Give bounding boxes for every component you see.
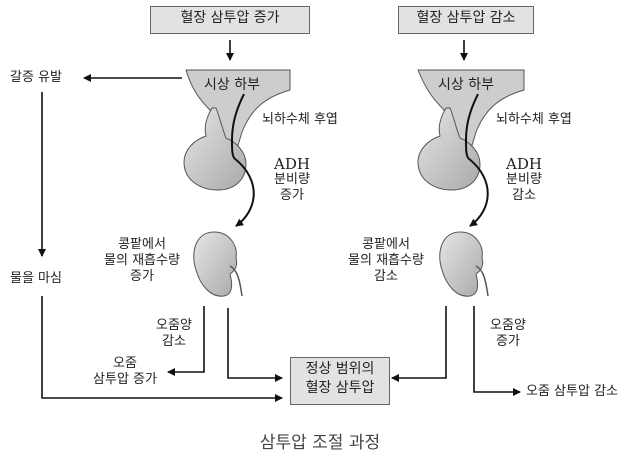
right-adh-label: ADH 분비량 감소 [494, 156, 554, 204]
right-stimulus-box: 혈장 삼투압 감소 [398, 6, 534, 34]
right-kidney-label: 콩팥에서 물의 재흡수량 감소 [336, 237, 436, 285]
figure-caption: 삼투압 조절 과정 [259, 433, 381, 453]
result-line-1: 정상 범위의 [305, 361, 375, 377]
left-pituitary-shape [183, 107, 247, 191]
arrow-right-urine [473, 306, 521, 396]
left-stimulus-box: 혈장 삼투압 증가 [150, 6, 310, 34]
left-kidney-line-3: 증가 [130, 269, 154, 284]
right-neuron-axon [464, 93, 479, 159]
left-hypothalamus-label: 시상 하부 [204, 77, 260, 93]
right-hypothalamus-label: 시상 하부 [438, 77, 494, 93]
right-kidney-shape [439, 231, 489, 297]
left-urine-volume-1: 오줌양 [156, 318, 192, 333]
right-urine-osmo-label: 오줌 삼투압 감소 [526, 384, 618, 399]
arrow-left-adh [233, 157, 255, 227]
left-kidney-line-2: 물의 재흡수량 [104, 253, 180, 268]
right-urine-volume-label: 오줌양 증가 [480, 318, 536, 350]
left-adh-title: ADH [274, 155, 310, 173]
arrow-drink-to-result [41, 296, 283, 402]
arrow-left-kidney-to-result [227, 308, 283, 382]
right-pituitary-label: 뇌하수체 후엽 [496, 112, 572, 127]
right-adh-change-2: 감소 [512, 188, 536, 203]
arrow-left-urine [167, 306, 205, 376]
left-urine-volume-2: 감소 [162, 334, 186, 349]
left-urine-osmo-1: 오줌 [113, 356, 137, 371]
left-kidney-shape [193, 231, 243, 297]
left-adh-change-1: 분비량 [274, 172, 310, 187]
left-pituitary-label: 뇌하수체 후엽 [262, 112, 338, 127]
right-adh-title: ADH [506, 155, 542, 173]
right-kidney-line-1: 콩팥에서 [362, 237, 410, 252]
right-urine-volume-2: 증가 [496, 334, 520, 349]
right-adh-change-1: 분비량 [506, 172, 542, 187]
left-urine-volume-label: 오줌양 감소 [146, 318, 202, 350]
right-urine-volume-1: 오줌양 [490, 318, 526, 333]
thirst-label: 갈증 유발 [10, 70, 62, 85]
drink-label: 물을 마심 [10, 271, 62, 286]
left-kidney-label: 콩팥에서 물의 재흡수량 증가 [92, 237, 192, 285]
right-kidney-line-3: 감소 [374, 269, 398, 284]
right-kidney-line-2: 물의 재흡수량 [348, 253, 424, 268]
left-adh-change-2: 증가 [280, 188, 304, 203]
result-box: 정상 범위의 혈장 삼투압 [290, 357, 390, 405]
left-urine-osmo-2: 삼투압 증가 [93, 372, 157, 387]
left-urine-osmo-label: 오줌 삼투압 증가 [80, 356, 170, 388]
left-adh-label: ADH 분비량 증가 [262, 156, 322, 204]
left-neuron-axon [230, 93, 245, 159]
right-pituitary-shape [417, 107, 481, 191]
result-line-2: 혈장 삼투압 [305, 380, 375, 396]
left-kidney-line-1: 콩팥에서 [118, 237, 166, 252]
arrow-right-kidney-to-result [391, 306, 447, 382]
arrow-right-adh [467, 157, 489, 227]
